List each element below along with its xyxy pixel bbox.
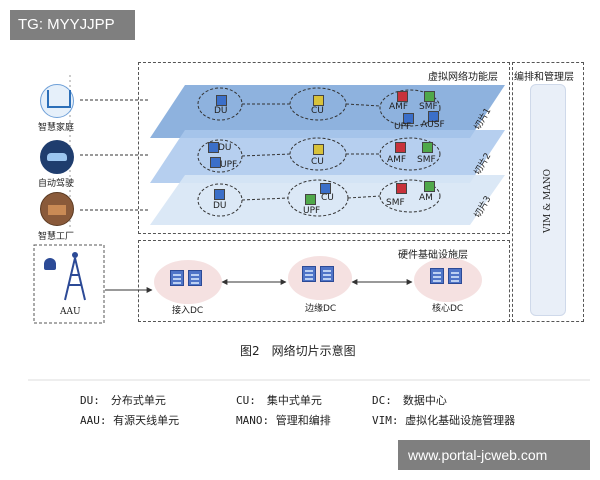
node-label: DU xyxy=(214,106,228,116)
node-label: UPF xyxy=(303,206,321,216)
infrastructure-layer-label: 硬件基础设施层 xyxy=(398,250,468,261)
smf-cube xyxy=(424,91,435,102)
server-icon xyxy=(188,270,202,286)
server-icon xyxy=(430,268,444,284)
virtual-network-layer-label: 虚拟网络功能层 xyxy=(428,72,498,83)
dc-label: 接入DC xyxy=(172,306,204,316)
smf-cube xyxy=(396,183,407,194)
dc-label: 核心DC xyxy=(432,304,464,314)
server-icon xyxy=(170,270,184,286)
node-label: AUSF xyxy=(421,120,445,130)
factory-glyph xyxy=(48,205,66,215)
server-icon xyxy=(448,268,462,284)
app-label: 自动驾驶 xyxy=(38,179,75,189)
upf-cube xyxy=(305,194,316,205)
node-label: UPF xyxy=(220,160,238,170)
legend-item: DC: 数据中心 xyxy=(372,394,447,407)
server-icon xyxy=(320,266,334,282)
legend-item: CU: 集中式单元 xyxy=(236,394,322,407)
node-label: AM xyxy=(419,193,433,203)
am-cube xyxy=(424,181,435,192)
node-label: DU xyxy=(213,201,227,211)
server-icon xyxy=(302,266,316,282)
node-label: DU xyxy=(218,143,232,153)
node-label: SMF xyxy=(386,198,405,208)
aau-label: AAU xyxy=(60,307,81,317)
dc-label: 边缘DC xyxy=(305,304,337,314)
du-cube xyxy=(216,95,227,106)
slice-plane-1 xyxy=(150,85,505,138)
node-label: UPF xyxy=(394,122,412,132)
mano-bar xyxy=(530,84,566,316)
du-cube xyxy=(214,189,225,200)
watermark-badge-bottom: www.portal-jcweb.com xyxy=(398,440,590,470)
app-label: 智慧家庭 xyxy=(38,123,75,133)
node-label: AMF xyxy=(389,102,409,112)
upf-cube xyxy=(403,113,414,124)
legend-item: VIM: 虚拟化基础设施管理器 xyxy=(372,414,516,427)
management-layer-label: 编排和管理层 xyxy=(514,72,574,83)
amf-cube xyxy=(395,142,406,153)
app-label: 智慧工厂 xyxy=(38,232,75,242)
virtual-network-layer xyxy=(138,62,510,234)
legend-item: AAU: 有源天线单元 xyxy=(80,414,180,427)
amf-cube xyxy=(397,91,408,102)
node-label: CU xyxy=(311,106,324,116)
node-label: CU xyxy=(311,157,324,167)
slice-plane-3 xyxy=(150,175,505,225)
legend-item: MANO: 管理和编排 xyxy=(236,414,331,427)
node-label: SMF xyxy=(419,102,438,112)
cu-cube xyxy=(313,95,324,106)
person-icon xyxy=(44,258,56,270)
infrastructure-layer xyxy=(138,240,510,322)
node-label: SMF xyxy=(417,155,436,165)
ausf-cube xyxy=(428,111,439,122)
house-glyph xyxy=(47,90,71,108)
watermark-badge-top: TG: MYYJJPP xyxy=(10,10,135,40)
upf-cube xyxy=(210,157,221,168)
management-layer xyxy=(512,62,584,322)
cu-cube xyxy=(320,183,331,194)
legend-item: DU: 分布式单元 xyxy=(80,394,166,407)
figure-caption: 图2 网络切片示意图 xyxy=(240,344,356,358)
smf-cube xyxy=(422,142,433,153)
cu-cube xyxy=(313,144,324,155)
node-label: AMF xyxy=(387,155,407,165)
node-label: CU xyxy=(321,193,334,203)
car-glyph xyxy=(47,153,67,161)
smart-home-icon xyxy=(40,84,74,118)
du-cube xyxy=(208,142,219,153)
